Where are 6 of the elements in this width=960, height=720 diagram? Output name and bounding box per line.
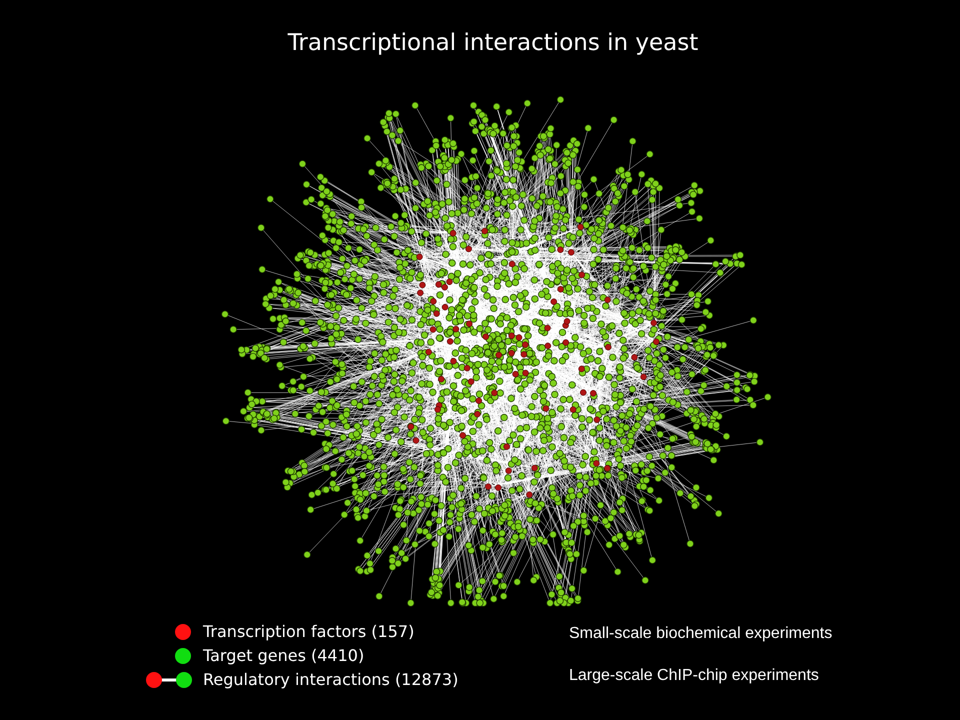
- legend-label: Transcription factors (157): [203, 622, 414, 642]
- legend-label: Target genes (4410): [203, 646, 364, 666]
- title: Transcriptional interactions in yeast: [288, 29, 698, 58]
- note-text: Small-scale biochemical experiments: [569, 624, 832, 644]
- note-text: Large-scale ChIP-chip experiments: [569, 666, 820, 686]
- legend-label: Regulatory interactions (12873): [203, 670, 458, 690]
